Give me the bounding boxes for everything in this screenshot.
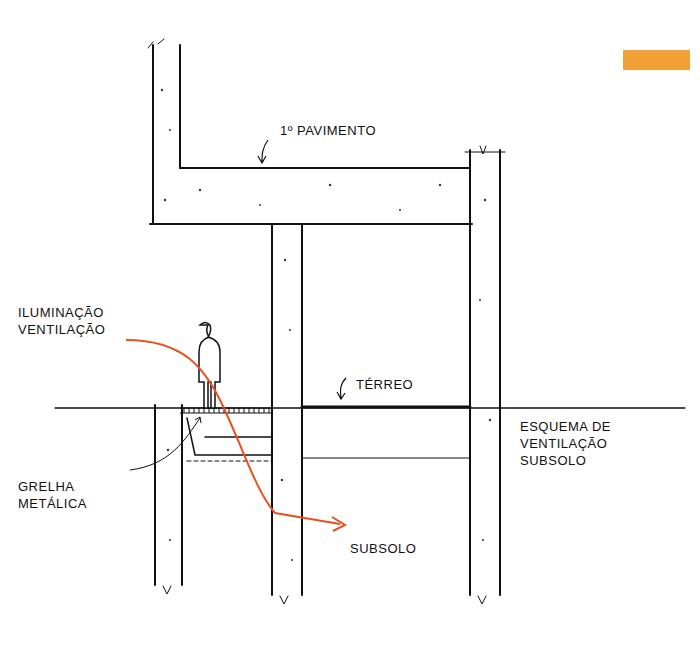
level-label: TÉRREO (356, 376, 456, 393)
callout-label: ILUMINAÇÃO VENTILAÇÃO (18, 304, 122, 338)
area-label: SUBSOLO (350, 540, 470, 557)
note-label: ESQUEMA DE VENTILAÇÃO SUBSOLO (520, 418, 640, 469)
airflow-arrow (126, 340, 340, 524)
orange-tab (623, 50, 690, 70)
callout-label: GRELHA METÁLICA (18, 478, 122, 512)
grate-leader (130, 417, 201, 470)
level-marker (337, 378, 346, 399)
level-label: 1º PAVIMENTO (280, 122, 440, 139)
level-marker (258, 140, 268, 163)
